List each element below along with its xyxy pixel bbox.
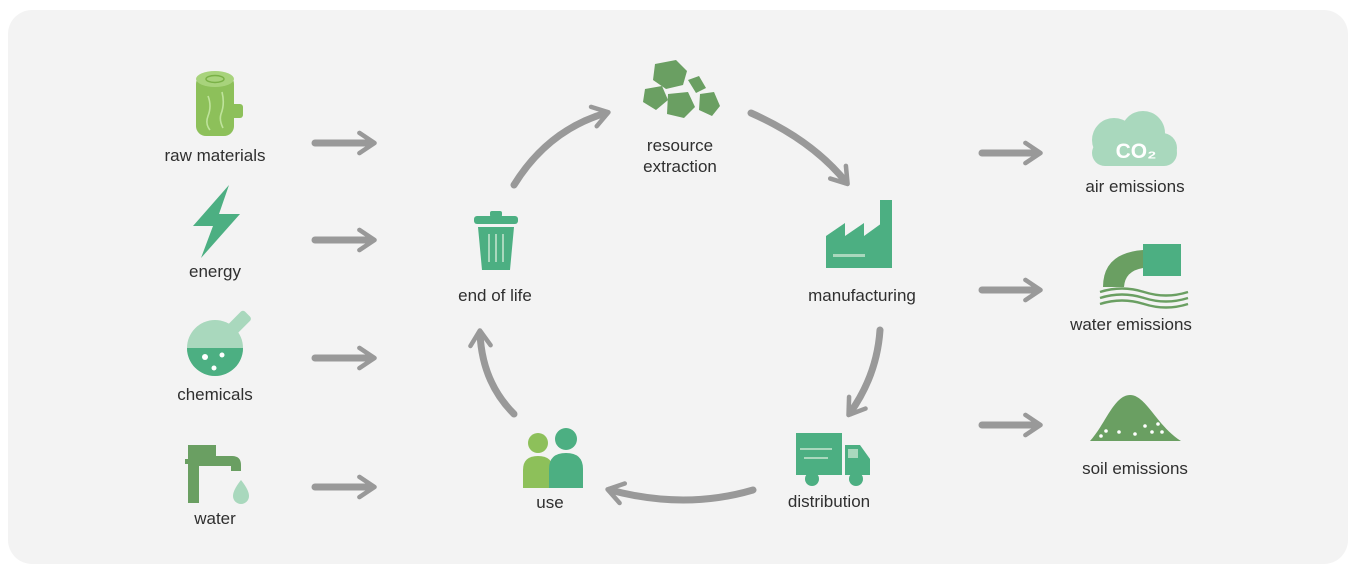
- factory-icon: [826, 200, 892, 268]
- rocks-icon: [643, 60, 720, 118]
- label-energy: energy: [189, 262, 241, 281]
- label-water: water: [194, 509, 236, 528]
- label-air-emissions: air emissions: [1085, 177, 1185, 196]
- truck-icon: [796, 433, 870, 486]
- cycle-arrows: [468, 104, 884, 506]
- label-resource-extraction-line2: extraction: [643, 157, 717, 176]
- log-icon: [196, 71, 243, 136]
- label-water-emissions: water emissions: [1070, 315, 1192, 334]
- co2-cloud-icon: CO₂: [1092, 111, 1177, 166]
- people-icon: [523, 428, 583, 488]
- label-resource-extraction-line1: resource: [646, 136, 714, 155]
- input-arrows: [311, 130, 377, 500]
- label-distribution: distribution: [787, 492, 871, 511]
- label-manufacturing: manufacturing: [808, 286, 916, 305]
- output-arrows: [978, 140, 1043, 438]
- label-end-of-life: end of life: [458, 286, 532, 305]
- faucet-icon: [185, 445, 249, 504]
- soil-pile-icon: [1090, 395, 1181, 441]
- arrow-extraction-to-manufacturing: [747, 109, 850, 187]
- arrow-distribution-to-use: [605, 481, 757, 506]
- trash-can-icon: [474, 211, 518, 270]
- label-chemicals: chemicals: [177, 385, 253, 404]
- label-raw-materials: raw materials: [164, 146, 266, 165]
- flask-icon: [187, 310, 251, 376]
- pipe-discharge-icon: [1099, 244, 1189, 309]
- label-use: use: [536, 493, 564, 512]
- arrow-manufacturing-to-distribution: [846, 326, 884, 418]
- arrow-end-of-life-to-extraction: [510, 104, 611, 189]
- lightning-bolt-icon: [193, 185, 240, 258]
- arrow-use-to-end-of-life: [468, 328, 518, 418]
- co2-text: CO₂: [1116, 140, 1157, 163]
- label-soil-emissions: soil emissions: [1082, 459, 1188, 478]
